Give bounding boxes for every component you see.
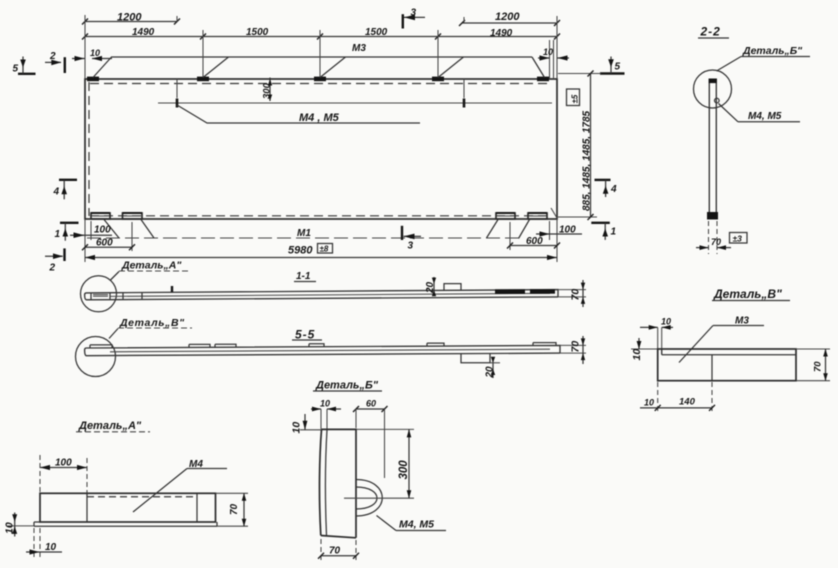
svg-text:±3: ±3 (733, 234, 743, 244)
svg-text:1: 1 (611, 227, 617, 238)
svg-text:10: 10 (291, 422, 303, 434)
svg-text:1500: 1500 (246, 27, 269, 38)
svg-text:Деталь„В": Деталь„В" (713, 287, 782, 301)
svg-text:2-2: 2-2 (700, 25, 721, 39)
svg-text:10: 10 (90, 48, 100, 58)
svg-text:70: 70 (570, 341, 582, 353)
svg-text:М4: М4 (189, 459, 203, 470)
svg-text:100: 100 (94, 225, 111, 236)
svg-text:1490: 1490 (490, 28, 513, 39)
svg-text:±5: ±5 (571, 94, 580, 103)
svg-text:М4, М5: М4, М5 (748, 111, 782, 122)
svg-text:10: 10 (543, 47, 553, 57)
svg-text:300: 300 (398, 460, 410, 480)
svg-text:600: 600 (526, 236, 543, 247)
svg-text:5-5: 5-5 (295, 328, 315, 342)
svg-text:10: 10 (4, 522, 16, 534)
svg-text:5980: 5980 (288, 245, 313, 257)
svg-text:10: 10 (320, 399, 330, 409)
svg-text:М1: М1 (297, 228, 311, 239)
svg-text:10: 10 (45, 542, 57, 553)
svg-text:2: 2 (49, 263, 56, 274)
svg-text:70: 70 (711, 237, 721, 247)
svg-text:1200: 1200 (117, 12, 142, 24)
svg-text:100: 100 (559, 225, 576, 236)
svg-text:1200: 1200 (495, 11, 520, 23)
svg-text:4: 4 (53, 187, 60, 198)
svg-text:5: 5 (13, 64, 19, 75)
svg-text:100: 100 (55, 458, 72, 469)
svg-text:±8: ±8 (320, 245, 329, 254)
svg-text:60: 60 (366, 399, 376, 409)
svg-text:М4 , М5: М4 , М5 (299, 112, 340, 124)
svg-text:300: 300 (262, 82, 273, 99)
svg-text:70: 70 (570, 289, 582, 301)
svg-text:4: 4 (610, 184, 617, 195)
svg-text:1-1: 1-1 (296, 271, 311, 282)
svg-text:1490: 1490 (132, 27, 155, 38)
svg-text:3: 3 (411, 8, 417, 19)
svg-text:885, 1485, 1485, 1785: 885, 1485, 1485, 1785 (582, 110, 593, 211)
svg-text:Деталь„Б": Деталь„Б" (742, 45, 803, 57)
svg-text:М4, М5: М4, М5 (399, 519, 434, 531)
svg-text:М3: М3 (352, 43, 366, 54)
svg-text:70: 70 (329, 546, 341, 557)
svg-text:140: 140 (679, 397, 696, 408)
svg-text:Деталь„Б": Деталь„Б" (315, 380, 379, 392)
svg-text:600: 600 (96, 238, 113, 249)
svg-text:1500: 1500 (365, 27, 388, 38)
svg-text:10: 10 (661, 317, 671, 327)
svg-text:20: 20 (425, 281, 436, 294)
svg-text:2: 2 (49, 51, 56, 62)
svg-text:М3: М3 (735, 316, 749, 327)
svg-text:3: 3 (408, 241, 414, 252)
svg-text:70: 70 (229, 503, 240, 515)
svg-text:70: 70 (813, 361, 824, 372)
svg-text:10: 10 (631, 349, 643, 361)
svg-text:Деталь„А": Деталь„А" (78, 420, 142, 432)
svg-text:20: 20 (485, 366, 496, 379)
svg-text:1: 1 (55, 229, 61, 240)
svg-text:5: 5 (615, 62, 621, 73)
svg-text:Деталь„В": Деталь„В" (119, 317, 185, 329)
svg-text:10: 10 (644, 398, 654, 408)
svg-text:Деталь„А": Деталь„А" (121, 260, 182, 272)
